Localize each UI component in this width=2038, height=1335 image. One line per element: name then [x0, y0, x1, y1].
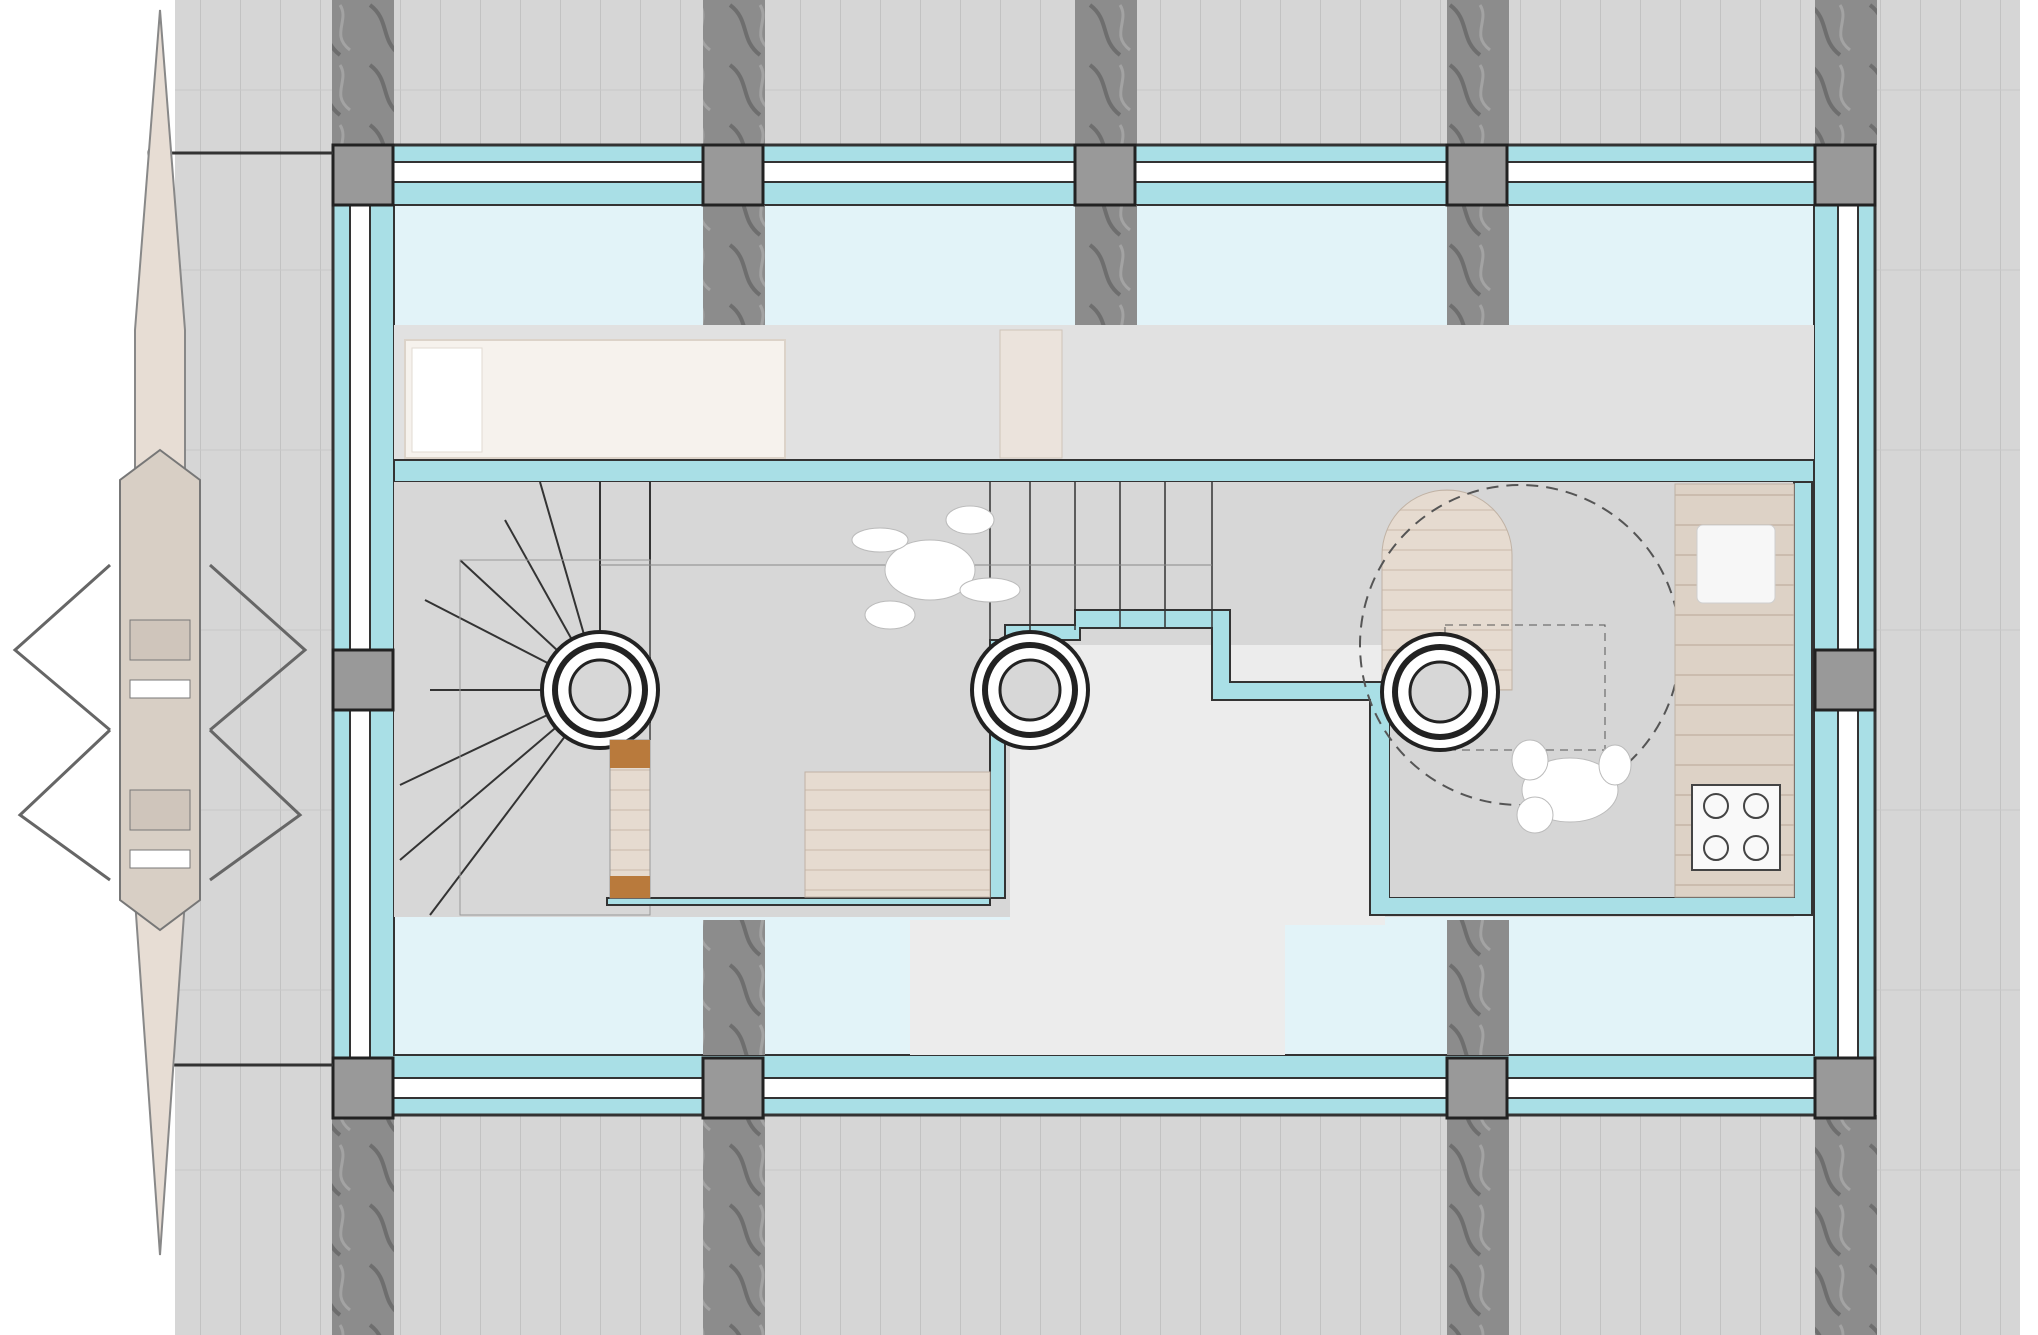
sink	[1696, 524, 1776, 604]
person-figure-right	[1511, 739, 1632, 834]
door-swing	[999, 329, 1063, 459]
top-room	[394, 325, 1814, 460]
partition-wall	[393, 459, 1815, 483]
beams-interior-top	[703, 205, 1509, 325]
mooring-lines	[158, 151, 333, 1067]
column-middle	[970, 630, 1090, 750]
beams-interior-bottom	[703, 920, 1509, 1055]
person-figure-left	[851, 505, 1021, 630]
table	[804, 771, 991, 898]
beams-bottom	[332, 1115, 1877, 1335]
column-left	[540, 630, 660, 750]
kitchen-room	[1359, 483, 1795, 898]
inner-wall	[606, 481, 1813, 916]
beams-top	[332, 0, 1877, 145]
rowing-boat	[12, 9, 308, 1256]
cooktop	[1691, 784, 1781, 871]
column-right	[1380, 632, 1500, 752]
posts	[331, 143, 1877, 1120]
